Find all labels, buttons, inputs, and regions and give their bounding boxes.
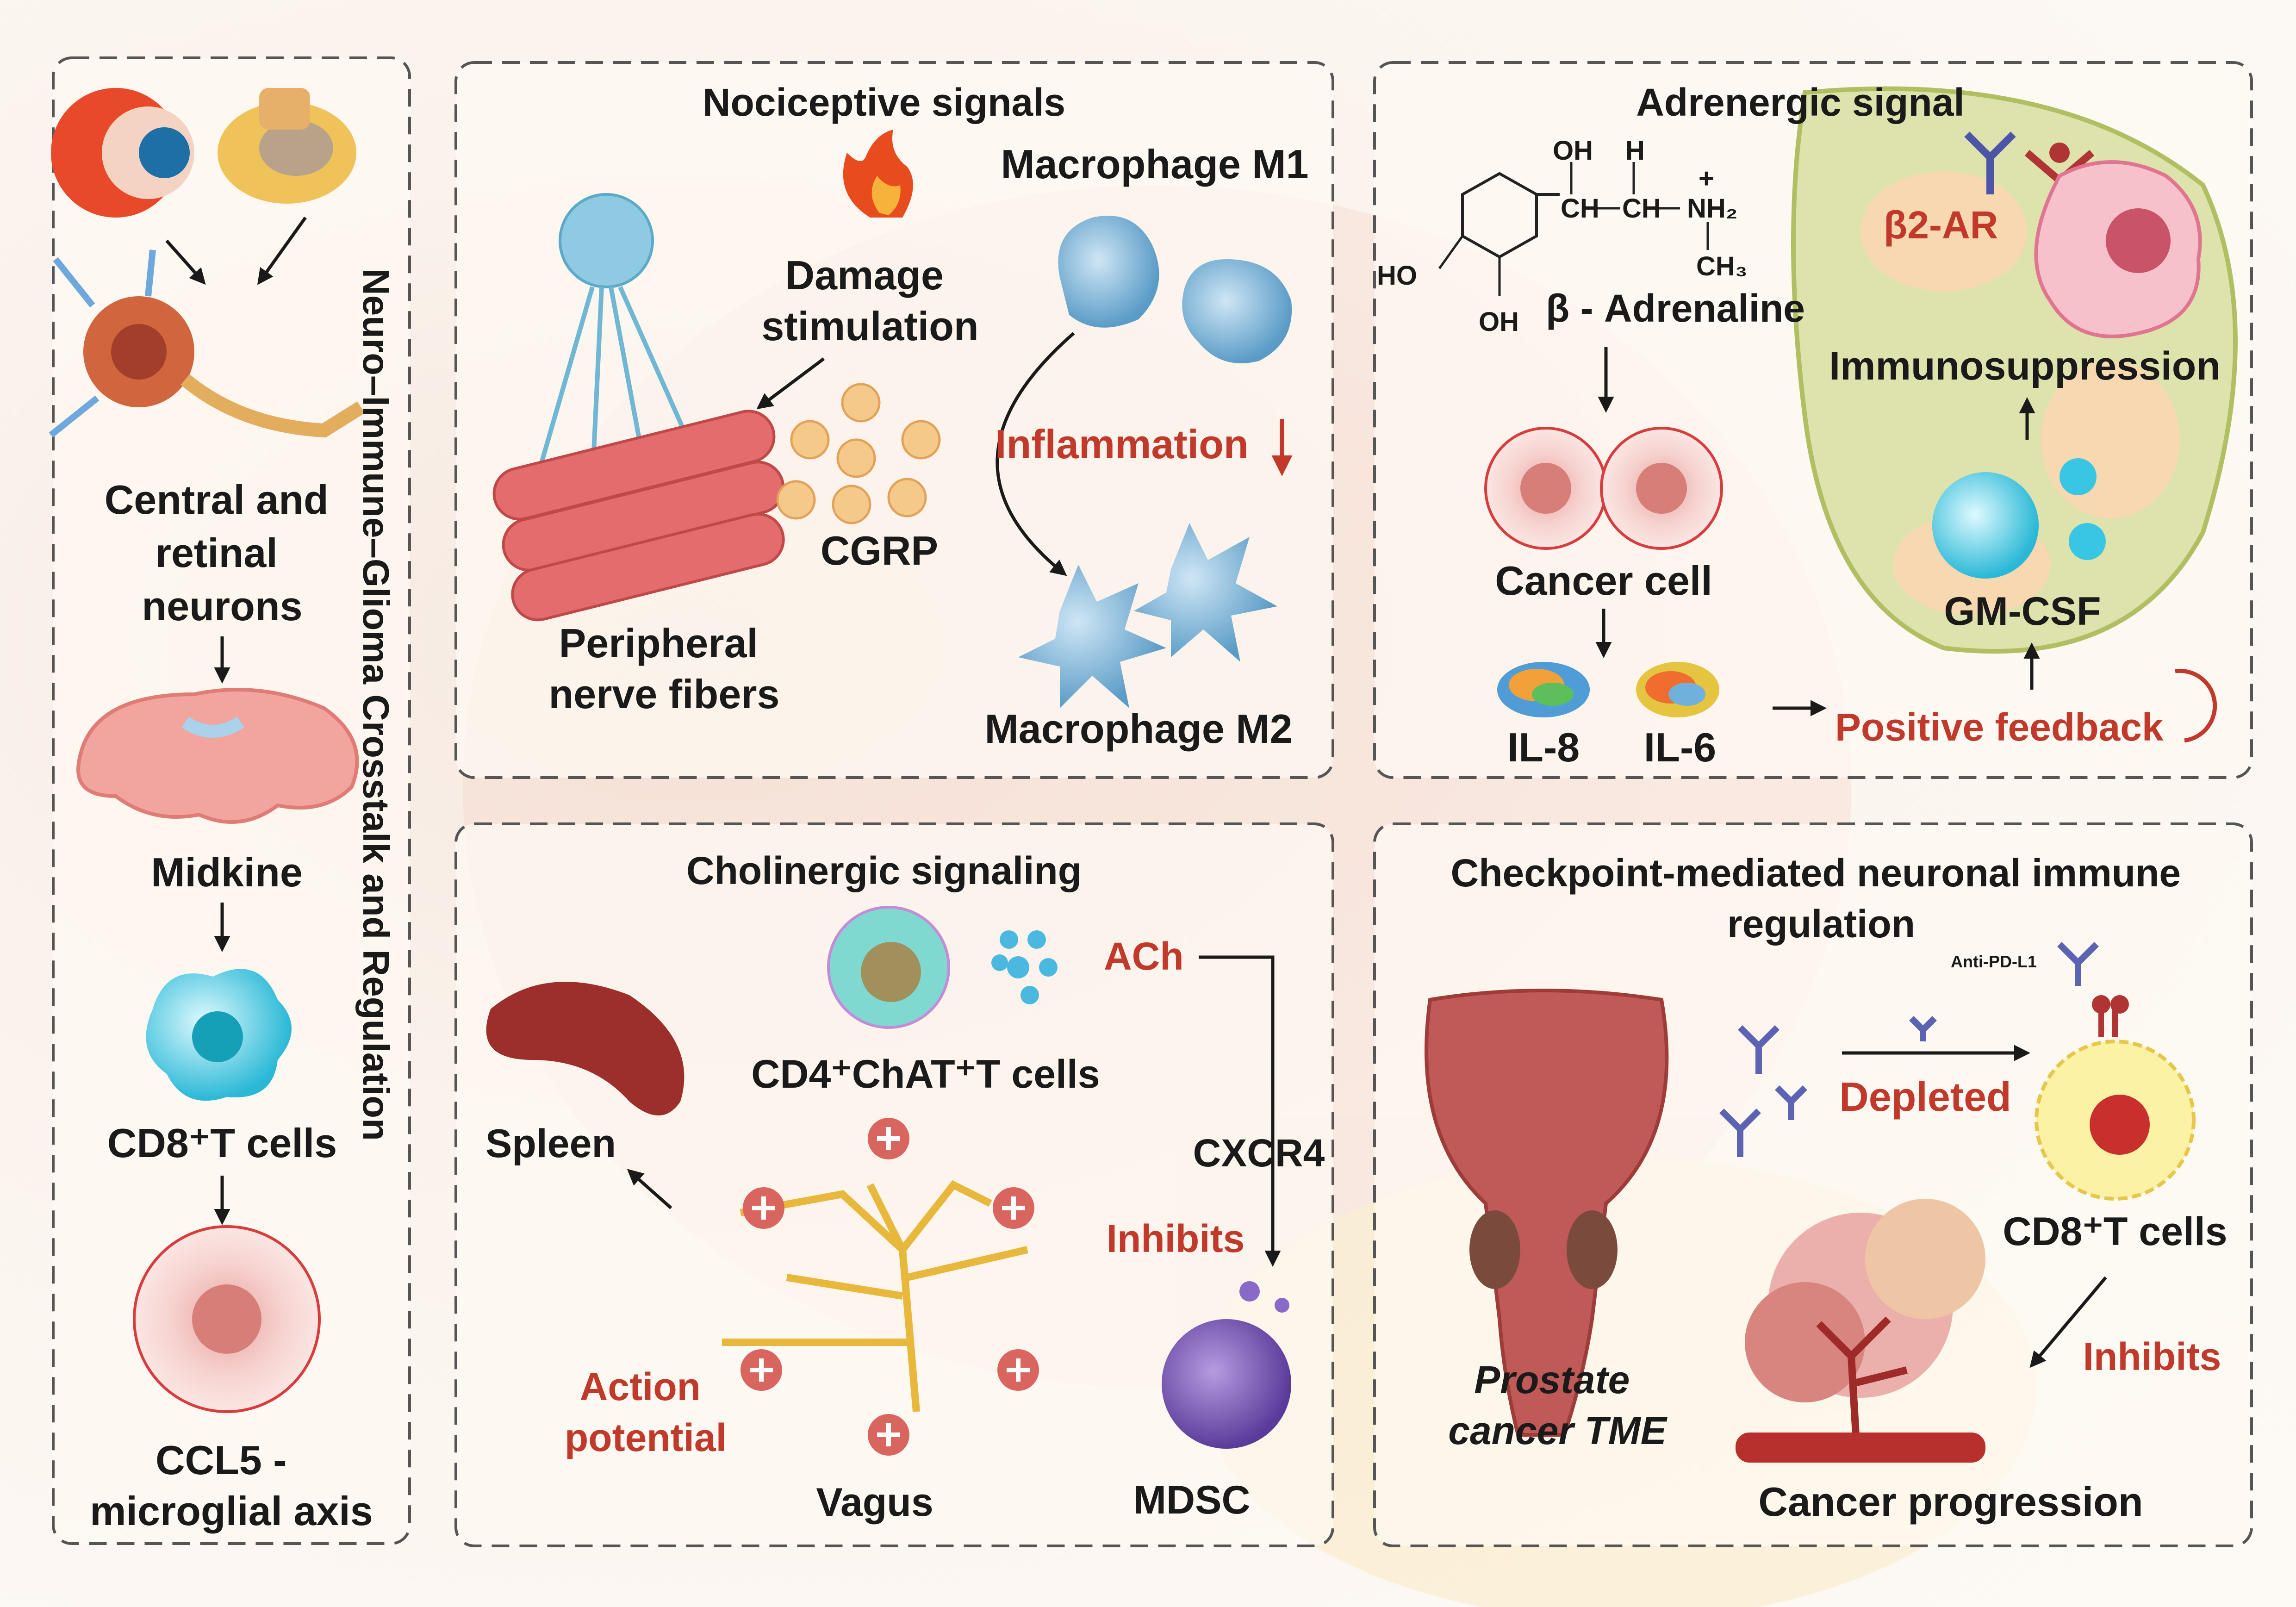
spinal-cord-illustration: [218, 88, 356, 204]
svg-text:OH: OH: [1479, 307, 1519, 337]
il8-protein-icon: [1497, 662, 1590, 717]
svg-text:CH₃: CH₃: [1696, 251, 1748, 281]
ach-particles: [991, 930, 1058, 1004]
midkine-label: Midkine: [151, 849, 303, 895]
il8-label: IL-8: [1507, 724, 1580, 770]
prostate-illustration: [1425, 989, 1669, 1437]
cxcr4-label: CXCR4: [1193, 1131, 1325, 1175]
immunosuppression-label: Immunosuppression: [1829, 344, 2221, 388]
left-vertical-title: Neuro–Immune–Glioma Crosstalk and Regula…: [355, 268, 397, 1141]
cgrp-label: CGRP: [821, 528, 938, 573]
macrophage-m2-illustration: [1018, 523, 1277, 708]
svg-text:OH: OH: [1553, 136, 1593, 166]
svg-text:CH: CH: [1622, 193, 1661, 224]
action-potential-label: Action potential: [565, 1365, 727, 1459]
neuron-illustration: [49, 249, 365, 438]
gmcsf-cell-illustration: [1932, 458, 2106, 579]
tumor-mass-illustration: [1736, 1199, 1985, 1463]
m1-label: Macrophage M1: [1001, 141, 1308, 187]
microglia-cell-illustration: [133, 1225, 321, 1413]
checkpoint-title: Checkpoint-mediated neuronal immune regu…: [1451, 851, 2192, 946]
fire-icon: [843, 130, 913, 218]
plus-icons: [740, 1118, 1039, 1456]
inhibits-label-checkpoint: Inhibits: [2083, 1335, 2221, 1378]
cgrp-particles: [776, 383, 941, 524]
dividing-cancer-cell-illustration: [1484, 427, 1723, 550]
ccl5-label: CCL5 - microglial axis: [90, 1437, 373, 1534]
m2-label: Macrophage M2: [984, 706, 1292, 752]
neurons-label: Central and retinal neurons: [105, 477, 340, 629]
left-cd8-label: CD8⁺T cells: [107, 1120, 337, 1166]
right-cd8-label: CD8⁺T cells: [2003, 1209, 2227, 1254]
svg-text:NH₂: NH₂: [1687, 193, 1738, 224]
tumor-cell-illustration: [2034, 160, 2202, 338]
antibody-icons: [1719, 942, 2099, 1157]
ach-label: ACh: [1104, 934, 1184, 978]
nerve-muscle-illustration: [492, 193, 785, 622]
spleen-label: Spleen: [485, 1121, 616, 1166]
progression-label: Cancer progression: [1758, 1479, 2143, 1525]
inflammation-label: Inflammation: [995, 421, 1249, 467]
nociceptive-title: Nociceptive signals: [703, 81, 1065, 124]
macrophage-m1-illustration: [1058, 216, 1292, 363]
pd-l1-receptor-icon: [2092, 995, 2129, 1037]
ach-to-mdsc-line: [1199, 955, 1281, 1267]
fibers-label: Peripheral nerve fibers: [549, 620, 780, 717]
cd4-t-cell-illustration: [827, 906, 950, 1029]
m1-to-m2-arrow: [996, 332, 1075, 576]
cd4-label: CD4⁺ChAT⁺T cells: [751, 1052, 1100, 1096]
antibody-label: Anti-PD-L1: [1951, 952, 2037, 971]
damage-label: Damage stimulation: [761, 252, 978, 349]
feedback-loop-arrow: [2175, 668, 2217, 743]
il6-label: IL-6: [1644, 724, 1716, 770]
gmcsf-label: GM-CSF: [1944, 589, 2101, 634]
eye-illustration: [51, 88, 194, 218]
svg-text:HO: HO: [1377, 261, 1417, 291]
tme-label: Prostate cancer TME: [1448, 1358, 1668, 1452]
svg-text:+: +: [1699, 163, 1714, 193]
cancer-cell-label: Cancer cell: [1495, 558, 1712, 604]
cholinergic-panel-frame: [454, 822, 1334, 1547]
vagus-label: Vagus: [816, 1480, 933, 1525]
mdsc-label: MDSC: [1133, 1478, 1250, 1522]
cd8-t-cell-illustration: [146, 969, 292, 1101]
cholinergic-title: Cholinergic signaling: [686, 849, 1082, 892]
svg-text:H: H: [1625, 136, 1645, 166]
adrenergic-title: Adrenergic signal: [1636, 81, 1965, 124]
adrenaline-molecule: OH H CH CH NH₂ + CH₃ HO OH: [1377, 136, 1748, 337]
feedback-label: Positive feedback: [1835, 705, 2164, 749]
vagus-nerve-illustration: [722, 1180, 1028, 1412]
adrenaline-label: β - Adrenaline: [1546, 287, 1805, 330]
svg-text:CH: CH: [1561, 193, 1599, 224]
mdsc-illustration: [1162, 1281, 1291, 1449]
il6-protein-icon: [1636, 662, 1719, 717]
inhibits-label-cholinergic: Inhibits: [1107, 1217, 1245, 1260]
brain-illustration: [76, 688, 359, 824]
spleen-illustration: [486, 982, 684, 1115]
receptor-label: β2-AR: [1884, 203, 1998, 247]
right-cd8-cell-illustration: [2035, 1040, 2196, 1201]
depleted-label: Depleted: [1839, 1074, 2011, 1120]
